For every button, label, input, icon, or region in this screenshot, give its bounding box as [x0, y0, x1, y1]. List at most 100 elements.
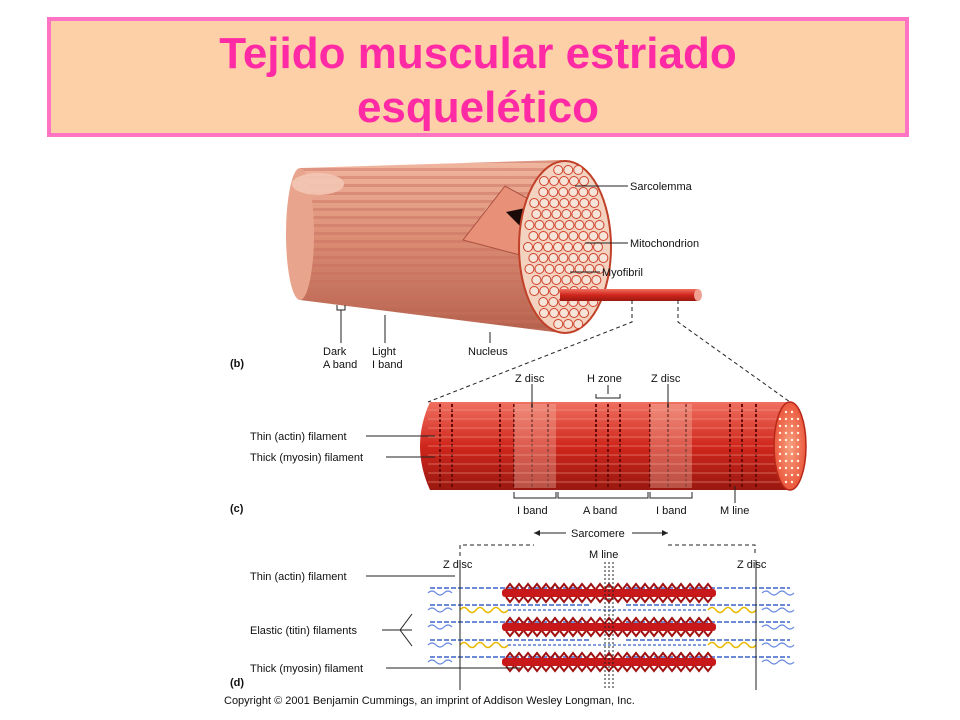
label-thin-filament-c: Thin (actin) filament [250, 431, 347, 443]
label-h-zone: H zone [587, 373, 622, 385]
i-band-zone [650, 404, 692, 488]
filament-end-dot [796, 417, 800, 421]
myofibril-cross-section [553, 165, 564, 175]
myosin-head [568, 616, 578, 638]
myofibril-cross-section [538, 297, 549, 307]
actin-outside [761, 659, 795, 665]
myofibril-cross-section [573, 319, 584, 329]
dark-band-bracket [336, 305, 346, 311]
filament-end-dot [784, 417, 788, 421]
filament-end-dot [784, 410, 788, 414]
myofibril-cross-section [554, 220, 565, 230]
myosin-head [631, 616, 641, 638]
myofibril-cross-section [583, 242, 593, 252]
myofibril-cross-section [548, 231, 559, 241]
filament-end-dot [784, 473, 788, 477]
label-i-band: I band [372, 359, 403, 371]
filament-end-dot [796, 438, 800, 442]
myofibril-cross-section [578, 231, 589, 241]
label-thick-filament-c: Thick (myosin) filament [250, 452, 363, 464]
myofibril-cross-section [559, 198, 570, 208]
actin-outside [761, 642, 795, 648]
myofibril-cross-section [591, 209, 602, 219]
filament-end-dot [784, 459, 788, 463]
label-sarcolemma: Sarcolemma [630, 181, 693, 193]
myofibril-cross-section [538, 231, 549, 241]
myofibril-cross-section [569, 176, 580, 186]
myofibril-cross-section [584, 220, 595, 230]
label-z-disc-right-c: Z disc [651, 373, 681, 385]
filament-end-dot [778, 459, 782, 463]
label-dark: Dark [323, 346, 347, 358]
myosin-head [649, 651, 659, 673]
myofibril-cross-section [541, 209, 552, 219]
arrowhead-right [662, 530, 668, 536]
label-myofibril: Myofibril [602, 267, 643, 279]
myosin-head [505, 616, 515, 638]
filament-end-dot [796, 466, 800, 470]
myofibril-cross-section [559, 176, 570, 186]
zoom-line-left [427, 300, 633, 403]
myofibril-cross-section [568, 231, 579, 241]
myosin-filament [502, 589, 716, 597]
filament-end-dot [790, 473, 794, 477]
filament-end-dot [790, 480, 794, 484]
myofibril-cross-section [594, 220, 605, 230]
filament-end-dot [790, 459, 794, 463]
filament-end-dot [778, 438, 782, 442]
myosin-head [523, 582, 533, 604]
myofibril-cross-section [579, 308, 590, 318]
label-thin-filament-d: Thin (actin) filament [250, 571, 347, 583]
myofibril-cross-section [581, 275, 592, 285]
myofibril-cross-section [591, 275, 602, 285]
myofibril-cross-section [534, 264, 545, 274]
myosin-head [514, 616, 524, 638]
filament-end-dot [778, 466, 782, 470]
myosin-head [541, 582, 551, 604]
label-sarcomere: Sarcomere [571, 528, 625, 540]
myofibril-cross-section [563, 165, 574, 175]
myosin-head [595, 651, 605, 673]
filament-end-dot [784, 452, 788, 456]
myofibril-cross-section [589, 198, 600, 208]
filament-end-dot [784, 466, 788, 470]
title-box: Tejido muscular estriado esquelético [47, 17, 909, 137]
myosin-head [559, 616, 569, 638]
myofibril-cross-section [549, 286, 560, 296]
myofibril-cross-section [593, 242, 603, 252]
myofibril-cross-section [529, 286, 540, 296]
myosin-head [541, 616, 551, 638]
myofibril-cross-section [534, 220, 545, 230]
panel-d: Z disc M line Z disc Thin (actin) filame… [230, 549, 795, 690]
myosin-head [667, 616, 677, 638]
label-thick-filament-d: Thick (myosin) filament [250, 663, 363, 675]
myosin-head [640, 651, 650, 673]
myofibril-cross-section [548, 297, 559, 307]
actin-outside [761, 590, 795, 596]
myofibril-cross-section [528, 253, 539, 263]
myofibril-cross-section [541, 275, 552, 285]
myosin-head [505, 582, 515, 604]
myosin-head [631, 582, 641, 604]
myofibril-cross-section [539, 286, 550, 296]
myosin-head [685, 651, 695, 673]
myofibril-cross-section [573, 242, 583, 252]
title-line-1: Tejido muscular estriado [219, 29, 737, 78]
actin-outside [427, 659, 453, 665]
myosin-head [703, 582, 713, 604]
filament-end-dot [796, 431, 800, 435]
myofibril-cross-section [549, 308, 560, 318]
myofibril-cross-section [551, 275, 562, 285]
myofibril-cross-section [553, 319, 564, 329]
myofibril-cross-section [598, 231, 609, 241]
actin-outside [761, 624, 795, 630]
myofibril-cross-section [568, 253, 579, 263]
filament-end-dot [778, 445, 782, 449]
myosin-head [667, 582, 677, 604]
myosin-head [667, 651, 677, 673]
myofibril-cross-section [539, 198, 550, 208]
filament-end-dot [784, 438, 788, 442]
myofibril-cross-section [539, 308, 550, 318]
myosin-head [649, 582, 659, 604]
myosin-head [559, 582, 569, 604]
